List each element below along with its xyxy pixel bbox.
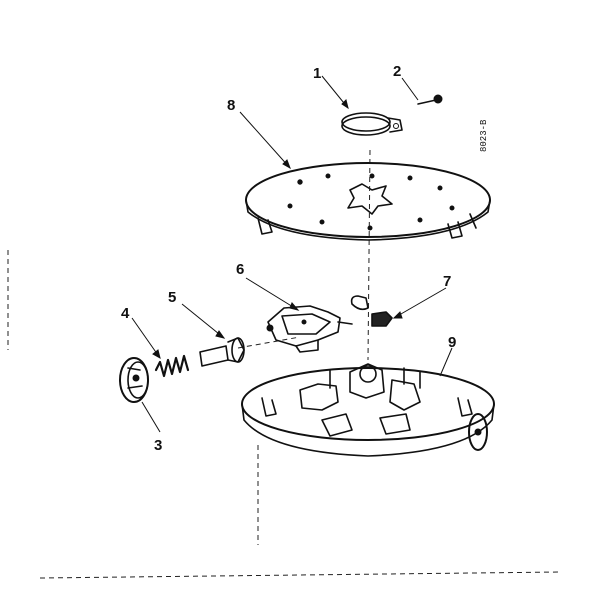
part-4-spring [154, 354, 190, 378]
callout-4: 4 [121, 305, 130, 322]
part-7-cam [350, 295, 393, 327]
part-1-clamp-ring [341, 112, 403, 136]
center-axis-line [367, 149, 371, 361]
part-6-actuator [266, 305, 353, 353]
bottom-guide-line [39, 571, 561, 579]
part-9-base-housing [241, 363, 495, 457]
part-8-top-plate [245, 162, 491, 241]
part-3-knob [119, 357, 149, 403]
drawing-code: 8023-B [479, 119, 489, 152]
callout-8: 8 [227, 97, 235, 114]
shaft-axis-line [237, 336, 301, 349]
leader-lines [131, 75, 453, 433]
part-5-shaft [199, 337, 245, 367]
callout-2: 2 [393, 63, 401, 80]
part-2-screw [417, 94, 443, 105]
callout-9: 9 [448, 334, 456, 351]
callout-1: 1 [313, 65, 321, 82]
callout-5: 5 [168, 289, 176, 306]
callout-3: 3 [154, 437, 162, 454]
callout-7: 7 [443, 273, 451, 290]
callout-6: 6 [236, 261, 244, 278]
